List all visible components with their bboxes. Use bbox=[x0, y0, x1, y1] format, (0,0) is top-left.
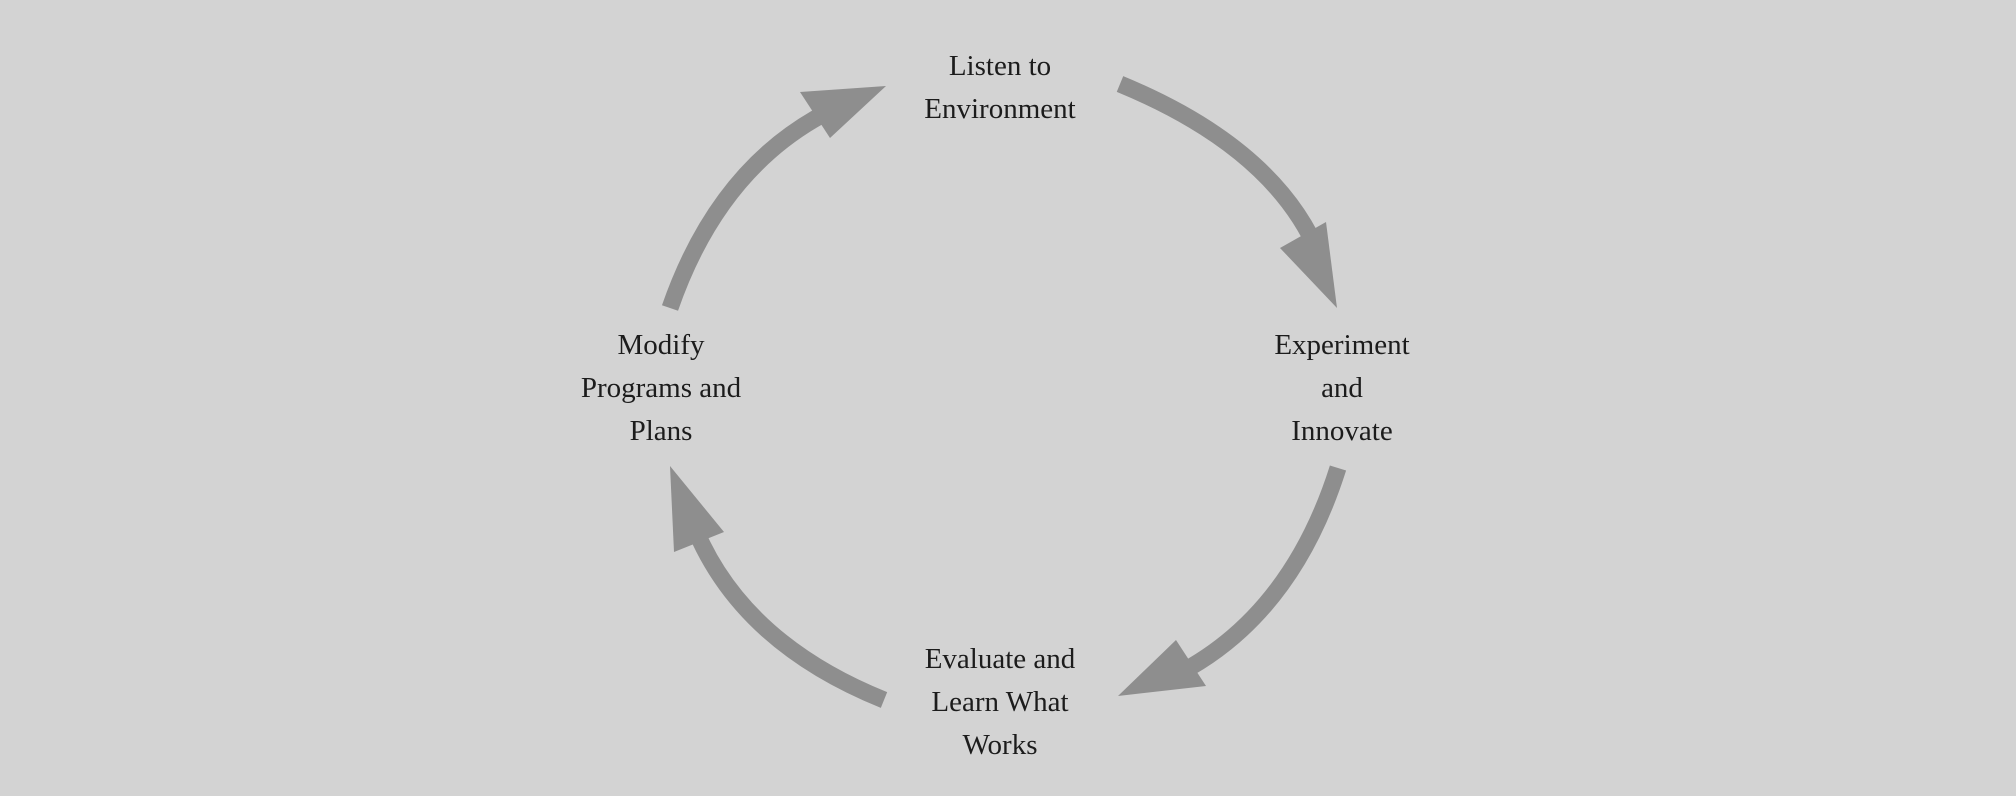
arc-bottom-left bbox=[682, 513, 888, 708]
arc-top-right bbox=[1116, 76, 1330, 266]
node-label-line: Plans bbox=[629, 415, 693, 447]
node-label-line: and bbox=[1321, 372, 1363, 404]
arc-bottom-right bbox=[1166, 465, 1347, 686]
arrowhead-top-right bbox=[1280, 222, 1337, 308]
node-label-line: Environment bbox=[924, 93, 1076, 125]
node-label-line: Programs and bbox=[580, 372, 742, 404]
arrow-modify-to-listen bbox=[661, 86, 886, 311]
arrowhead-bottom-right bbox=[1118, 640, 1206, 696]
arrow-evaluate-to-modify bbox=[670, 466, 888, 708]
node-experiment-and-innovate: Experiment and Innovate bbox=[1192, 324, 1492, 453]
node-label-line: Modify bbox=[617, 329, 705, 361]
node-modify-programs-and-plans: Modify Programs and Plans bbox=[511, 324, 811, 453]
arrowhead-bottom-left bbox=[670, 466, 724, 552]
node-label-line: Innovate bbox=[1291, 415, 1393, 447]
node-label-line: Experiment bbox=[1274, 329, 1410, 361]
node-evaluate-and-learn: Evaluate and Learn What Works bbox=[850, 638, 1150, 767]
node-label-line: Works bbox=[962, 729, 1038, 761]
arrowhead-top-left bbox=[800, 86, 886, 138]
arrow-listen-to-experiment bbox=[1116, 76, 1337, 308]
node-label-line: Listen to bbox=[948, 50, 1052, 82]
node-listen-to-environment: Listen to Environment bbox=[850, 45, 1150, 131]
arrow-experiment-to-evaluate bbox=[1118, 465, 1347, 696]
node-label-line: Learn What bbox=[931, 686, 1069, 718]
node-label-line: Evaluate and bbox=[924, 643, 1076, 675]
arc-top-left bbox=[661, 96, 848, 311]
